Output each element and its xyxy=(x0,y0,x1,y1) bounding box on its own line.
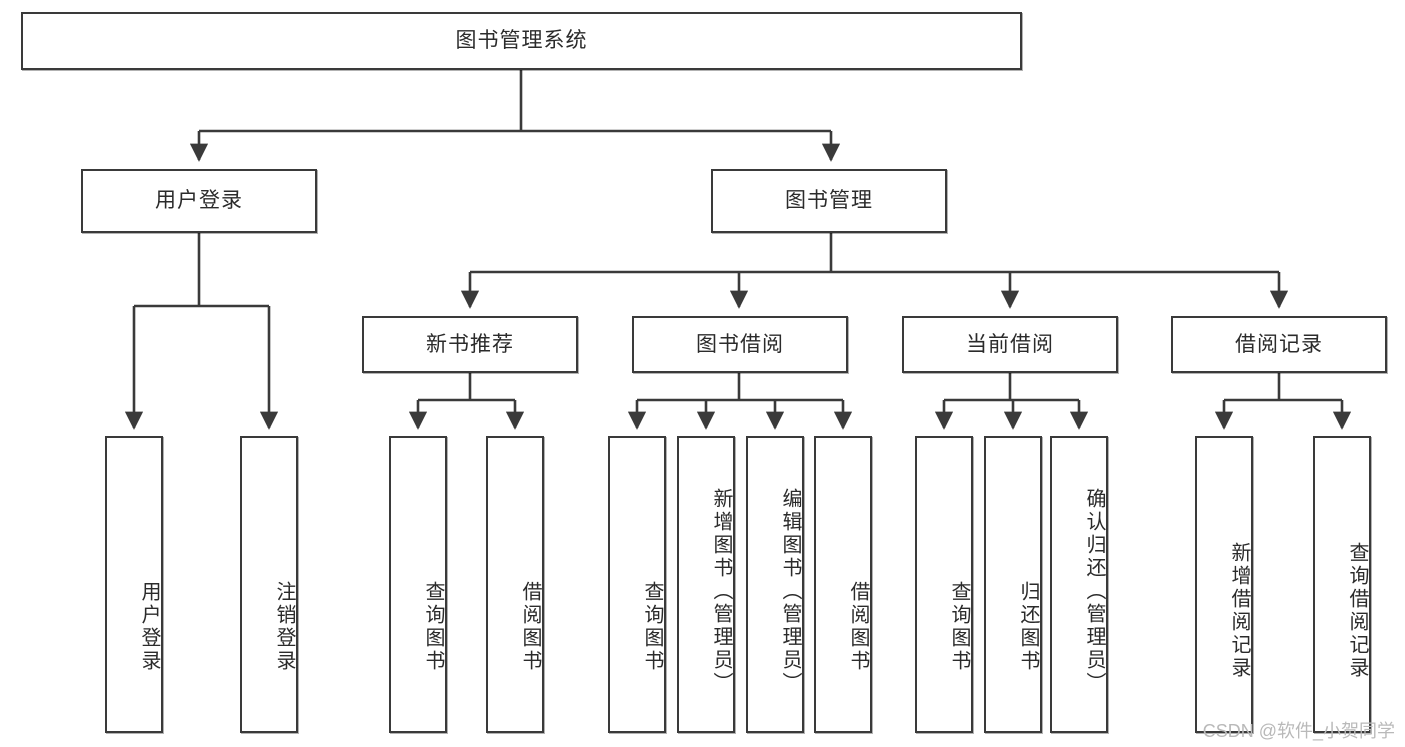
node-label: 当前借阅 xyxy=(966,332,1054,356)
leaf-user-login-signout[interactable]: 注销登录 xyxy=(240,436,298,733)
node-borrow-record[interactable]: 借阅记录 xyxy=(1171,316,1387,373)
leaf-book-borrow-query-book[interactable]: 查询图书 xyxy=(608,436,666,733)
csdn-watermark: CSDN @软件_小贺同学 xyxy=(1202,721,1395,741)
leaf-borrow-record-add-record[interactable]: 新增借阅记录 xyxy=(1195,436,1253,733)
node-label: 借阅图书 xyxy=(519,580,541,673)
leaf-new-book-query-book[interactable]: 查询图书 xyxy=(389,436,447,733)
node-label: 查询图书 xyxy=(641,580,663,673)
node-label: 查询图书 xyxy=(422,580,444,673)
node-label: 借阅图书 xyxy=(847,580,869,673)
node-label: 查询图书 xyxy=(948,580,970,673)
leaf-book-borrow-add-book-admin[interactable]: 新增图书（管理员） xyxy=(677,436,735,733)
node-label: 查询借阅记录 xyxy=(1346,541,1368,680)
node-root-book-management-system[interactable]: 图书管理系统 xyxy=(21,12,1022,70)
node-current-borrow[interactable]: 当前借阅 xyxy=(902,316,1118,373)
node-label: 图书管理系统 xyxy=(455,29,588,53)
node-book-management[interactable]: 图书管理 xyxy=(711,169,947,233)
node-label: 新增图书（管理员） xyxy=(710,488,732,695)
node-label: 注销登录 xyxy=(273,580,295,673)
node-user-login[interactable]: 用户登录 xyxy=(81,169,317,233)
node-label: 归还图书 xyxy=(1017,580,1039,673)
node-label: 图书管理 xyxy=(785,189,873,213)
node-label: 用户登录 xyxy=(155,189,243,213)
node-label: 新增借阅记录 xyxy=(1228,541,1250,680)
leaf-book-borrow-edit-book-admin[interactable]: 编辑图书（管理员） xyxy=(746,436,804,733)
leaf-book-borrow-borrow-book[interactable]: 借阅图书 xyxy=(814,436,872,733)
leaf-current-borrow-confirm-return-admin[interactable]: 确认归还（管理员） xyxy=(1050,436,1108,733)
node-label: 图书借阅 xyxy=(696,332,784,356)
leaf-current-borrow-return-book[interactable]: 归还图书 xyxy=(984,436,1042,733)
leaf-current-borrow-query-book[interactable]: 查询图书 xyxy=(915,436,973,733)
node-new-book-recommend[interactable]: 新书推荐 xyxy=(362,316,578,373)
node-label: 编辑图书（管理员） xyxy=(779,488,801,695)
node-label: 新书推荐 xyxy=(426,332,514,356)
leaf-user-login-signin[interactable]: 用户登录 xyxy=(105,436,163,733)
node-label: 用户登录 xyxy=(138,580,160,673)
leaf-borrow-record-query-record[interactable]: 查询借阅记录 xyxy=(1313,436,1371,733)
node-label: 确认归还（管理员） xyxy=(1083,488,1105,695)
node-book-borrow[interactable]: 图书借阅 xyxy=(632,316,848,373)
node-label: 借阅记录 xyxy=(1235,332,1323,356)
leaf-new-book-borrow-book[interactable]: 借阅图书 xyxy=(486,436,544,733)
